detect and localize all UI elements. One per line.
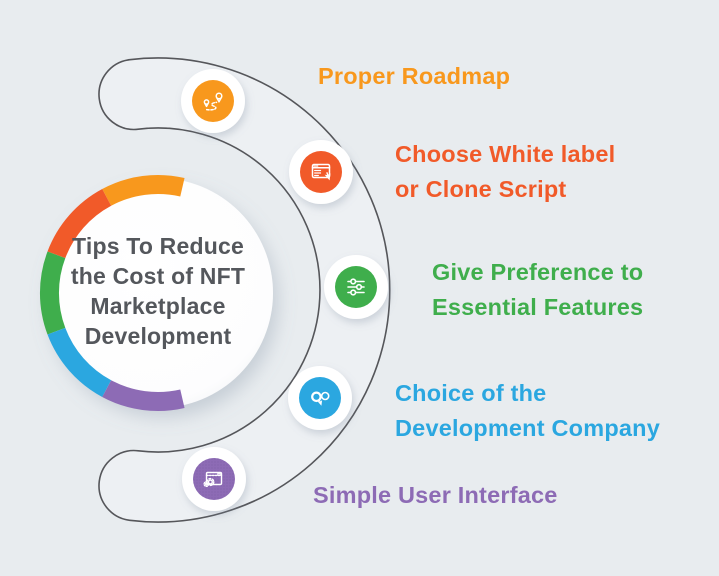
ring-segment-orange bbox=[102, 175, 185, 206]
center-title-line: the Cost of NFT bbox=[70, 263, 246, 289]
label-line: or Clone Script bbox=[395, 176, 567, 202]
ring-segment-green bbox=[40, 251, 66, 335]
center-title-line: Development bbox=[84, 323, 232, 349]
label-simple-user-interface: Simple User Interface bbox=[313, 478, 558, 513]
ring-segment-blue bbox=[47, 327, 112, 397]
label-line: Development Company bbox=[395, 415, 660, 441]
ui-window-gear-icon bbox=[182, 447, 246, 511]
center-title: Tips To Reduce the Cost of NFT Marketpla… bbox=[46, 231, 270, 351]
label-line: Proper Roadmap bbox=[318, 63, 511, 89]
label-line: Choice of the bbox=[395, 380, 547, 406]
center-circle bbox=[43, 178, 273, 408]
label-line: Choose White label bbox=[395, 141, 616, 167]
label-line: Simple User Interface bbox=[313, 482, 558, 508]
label-proper-roadmap: Proper Roadmap bbox=[318, 59, 510, 94]
ring-segment-purple bbox=[102, 380, 185, 411]
label-development-company: Choice of the Development Company bbox=[395, 376, 660, 446]
center-ring bbox=[40, 175, 185, 411]
option-select-icon bbox=[288, 366, 352, 430]
ring-segment-red bbox=[47, 189, 112, 259]
label-essential-features: Give Preference to Essential Features bbox=[432, 255, 643, 325]
sliders-icon bbox=[324, 255, 388, 319]
browser-click-icon bbox=[289, 140, 353, 204]
label-line: Give Preference to bbox=[432, 259, 644, 285]
label-white-label-or-clone: Choose White label or Clone Script bbox=[395, 137, 615, 207]
center-title-line: Tips To Reduce bbox=[72, 233, 244, 259]
center-title-line: Marketplace bbox=[90, 293, 226, 319]
route-map-icon bbox=[181, 69, 245, 133]
label-line: Essential Features bbox=[432, 294, 644, 320]
